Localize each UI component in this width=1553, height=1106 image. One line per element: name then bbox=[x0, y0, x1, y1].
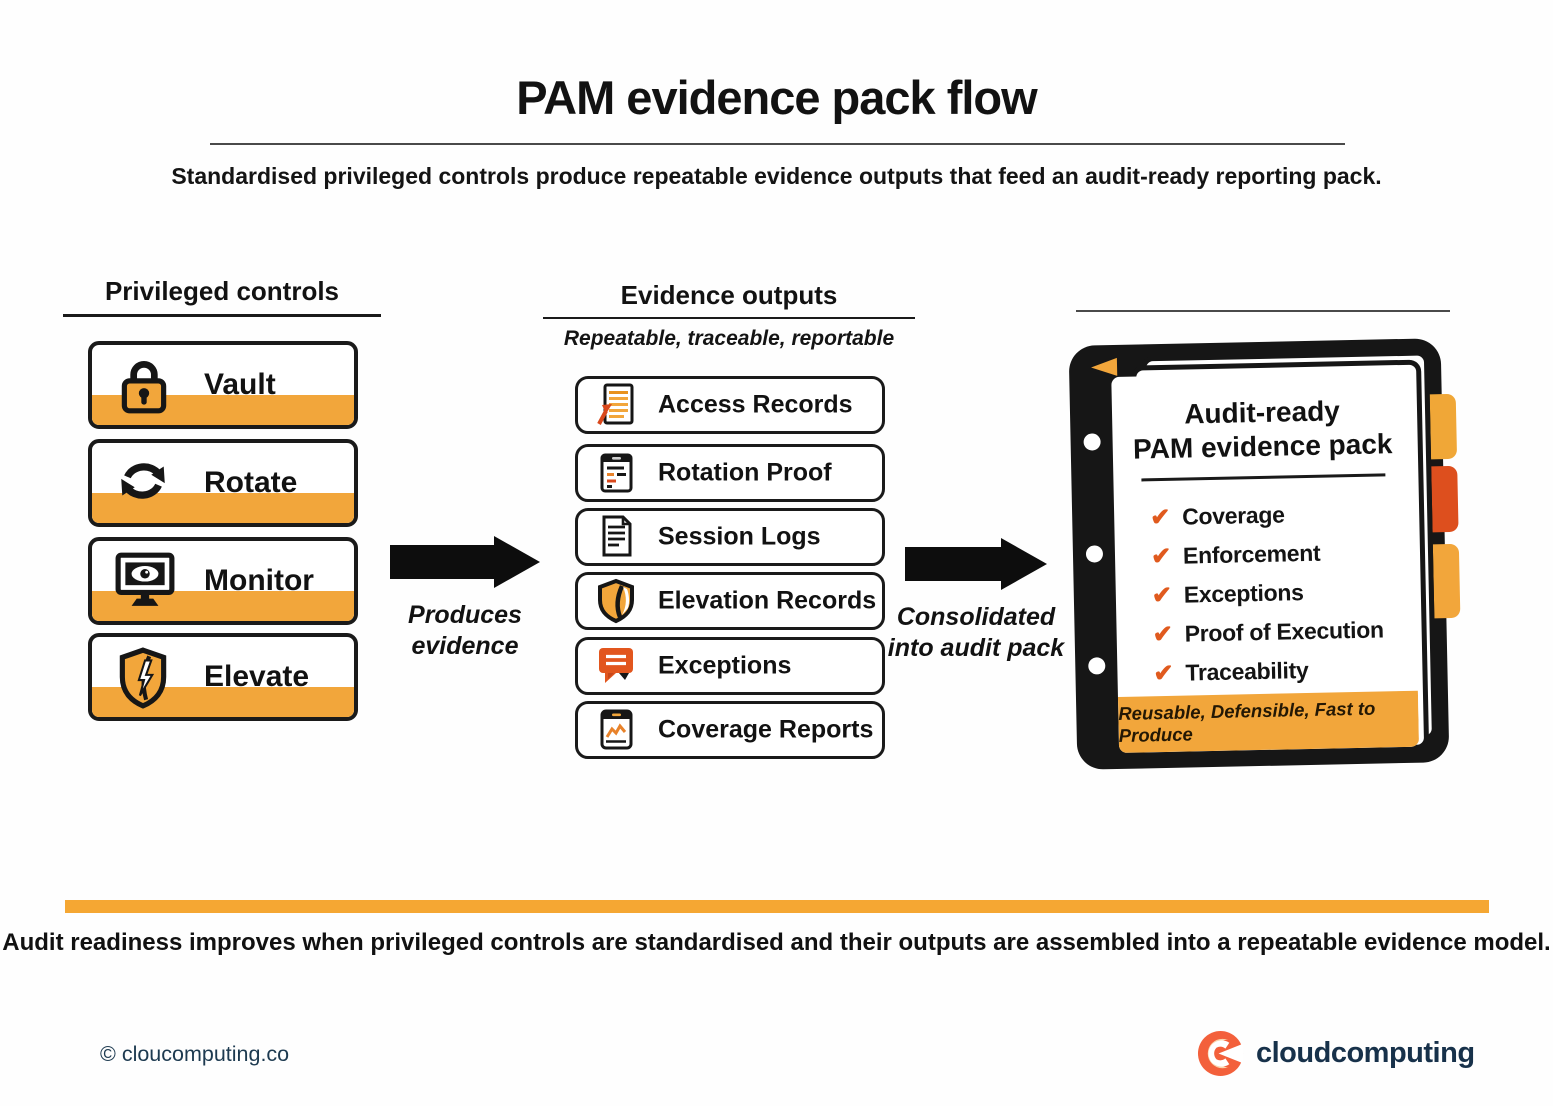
output-card-elevation-records: Elevation Records bbox=[575, 572, 885, 630]
output-label: Rotation Proof bbox=[658, 458, 832, 487]
checklist-item: ✔ Enforcement bbox=[1150, 539, 1321, 571]
shield-bolt-icon bbox=[114, 646, 174, 709]
bottom-accent-bar bbox=[65, 900, 1489, 913]
checkmark-icon: ✔ bbox=[1152, 620, 1174, 649]
binder-hole bbox=[1085, 545, 1104, 563]
controls-heading-rule bbox=[63, 314, 381, 317]
bottom-summary: Audit readiness improves when privileged… bbox=[2, 929, 1551, 956]
audit-pack-binder: Audit-ready PAM evidence pack ✔ Coverage… bbox=[1068, 338, 1461, 770]
binder-corner-mark bbox=[1090, 357, 1118, 377]
output-card-exceptions: Exceptions bbox=[575, 637, 885, 695]
control-label: Vault bbox=[204, 368, 276, 401]
checklist-item: ✔ Proof of Execution bbox=[1152, 616, 1384, 649]
checkmark-icon: ✔ bbox=[1150, 542, 1172, 571]
control-label: Rotate bbox=[204, 466, 298, 499]
page-title: PAM evidence pack flow bbox=[516, 71, 1037, 124]
control-card-monitor: Monitor bbox=[88, 537, 358, 625]
binder-hole bbox=[1083, 433, 1101, 451]
output-card-rotation-proof: Rotation Proof bbox=[575, 444, 885, 502]
pack-title-rule bbox=[1141, 473, 1386, 482]
control-card-vault: Vault bbox=[88, 341, 358, 429]
pack-heading-rule bbox=[1076, 310, 1450, 312]
checklist-item: ✔ Traceability bbox=[1153, 656, 1309, 688]
binder-cover-page: Audit-ready PAM evidence pack ✔ Coverage… bbox=[1111, 370, 1420, 753]
output-card-coverage-reports: Coverage Reports bbox=[575, 701, 885, 759]
page-subtitle: Standardised privileged controls produce… bbox=[171, 163, 1382, 189]
control-card-elevate: Elevate bbox=[88, 633, 358, 721]
title-divider bbox=[210, 143, 1345, 145]
outputs-heading: Evidence outputs bbox=[620, 280, 838, 310]
pack-title: Audit-ready PAM evidence pack bbox=[1132, 395, 1393, 465]
controls-heading: Privileged controls bbox=[104, 276, 340, 306]
checklist-item: ✔ Exceptions bbox=[1151, 579, 1304, 610]
document-lines-icon bbox=[595, 514, 637, 560]
document-highlight-icon bbox=[595, 382, 637, 428]
control-label: Monitor bbox=[204, 564, 314, 597]
outputs-subheading: Repeatable, traceable, reportable bbox=[563, 327, 895, 350]
card-accent-strip bbox=[92, 591, 354, 621]
control-card-rotate: Rotate bbox=[88, 439, 358, 527]
output-label: Elevation Records bbox=[658, 586, 877, 615]
output-label: Access Records bbox=[658, 390, 853, 419]
pack-checklist: ✔ Coverage ✔ Enforcement ✔ Exceptions ✔ … bbox=[1150, 493, 1408, 693]
output-label: Coverage Reports bbox=[658, 715, 874, 744]
brand-logo: cloudcomputing bbox=[1197, 1030, 1475, 1077]
binder-tab-red bbox=[1431, 465, 1459, 533]
brand-c-icon bbox=[1197, 1030, 1244, 1077]
output-card-session-logs: Session Logs bbox=[575, 508, 885, 566]
binder-tab-amber bbox=[1429, 393, 1458, 460]
arrow-label-produces: Produces evidence bbox=[408, 601, 522, 661]
chart-window-icon bbox=[595, 707, 637, 753]
outputs-heading-rule bbox=[543, 317, 915, 319]
chat-bubble-icon bbox=[595, 643, 637, 689]
arrow-consolidated bbox=[905, 538, 1047, 590]
monitor-eye-icon bbox=[114, 550, 175, 612]
shield-icon bbox=[595, 578, 637, 624]
list-window-icon bbox=[595, 450, 637, 496]
output-card-access-records: Access Records bbox=[575, 376, 885, 434]
control-label: Elevate bbox=[204, 660, 310, 693]
lock-icon bbox=[114, 354, 174, 416]
copyright-text: © cloucomputing.co bbox=[100, 1042, 290, 1066]
arrow-produces-evidence bbox=[390, 536, 540, 588]
pack-banner: Reusable, Defensible, Fast to Produce bbox=[1117, 690, 1420, 753]
checkmark-icon: ✔ bbox=[1149, 503, 1171, 532]
arrow-label-consolidated: Consolidated into audit pack bbox=[887, 603, 1065, 663]
brand-name: cloudcomputing bbox=[1256, 1037, 1475, 1069]
rotate-arrows-icon bbox=[114, 452, 174, 514]
checkmark-icon: ✔ bbox=[1153, 659, 1174, 688]
checkmark-icon: ✔ bbox=[1151, 581, 1173, 610]
binder-tab-orange bbox=[1432, 543, 1461, 619]
checklist-item: ✔ Coverage bbox=[1149, 501, 1285, 532]
binder-hole bbox=[1088, 657, 1106, 675]
output-label: Exceptions bbox=[658, 651, 792, 680]
output-label: Session Logs bbox=[658, 522, 821, 551]
